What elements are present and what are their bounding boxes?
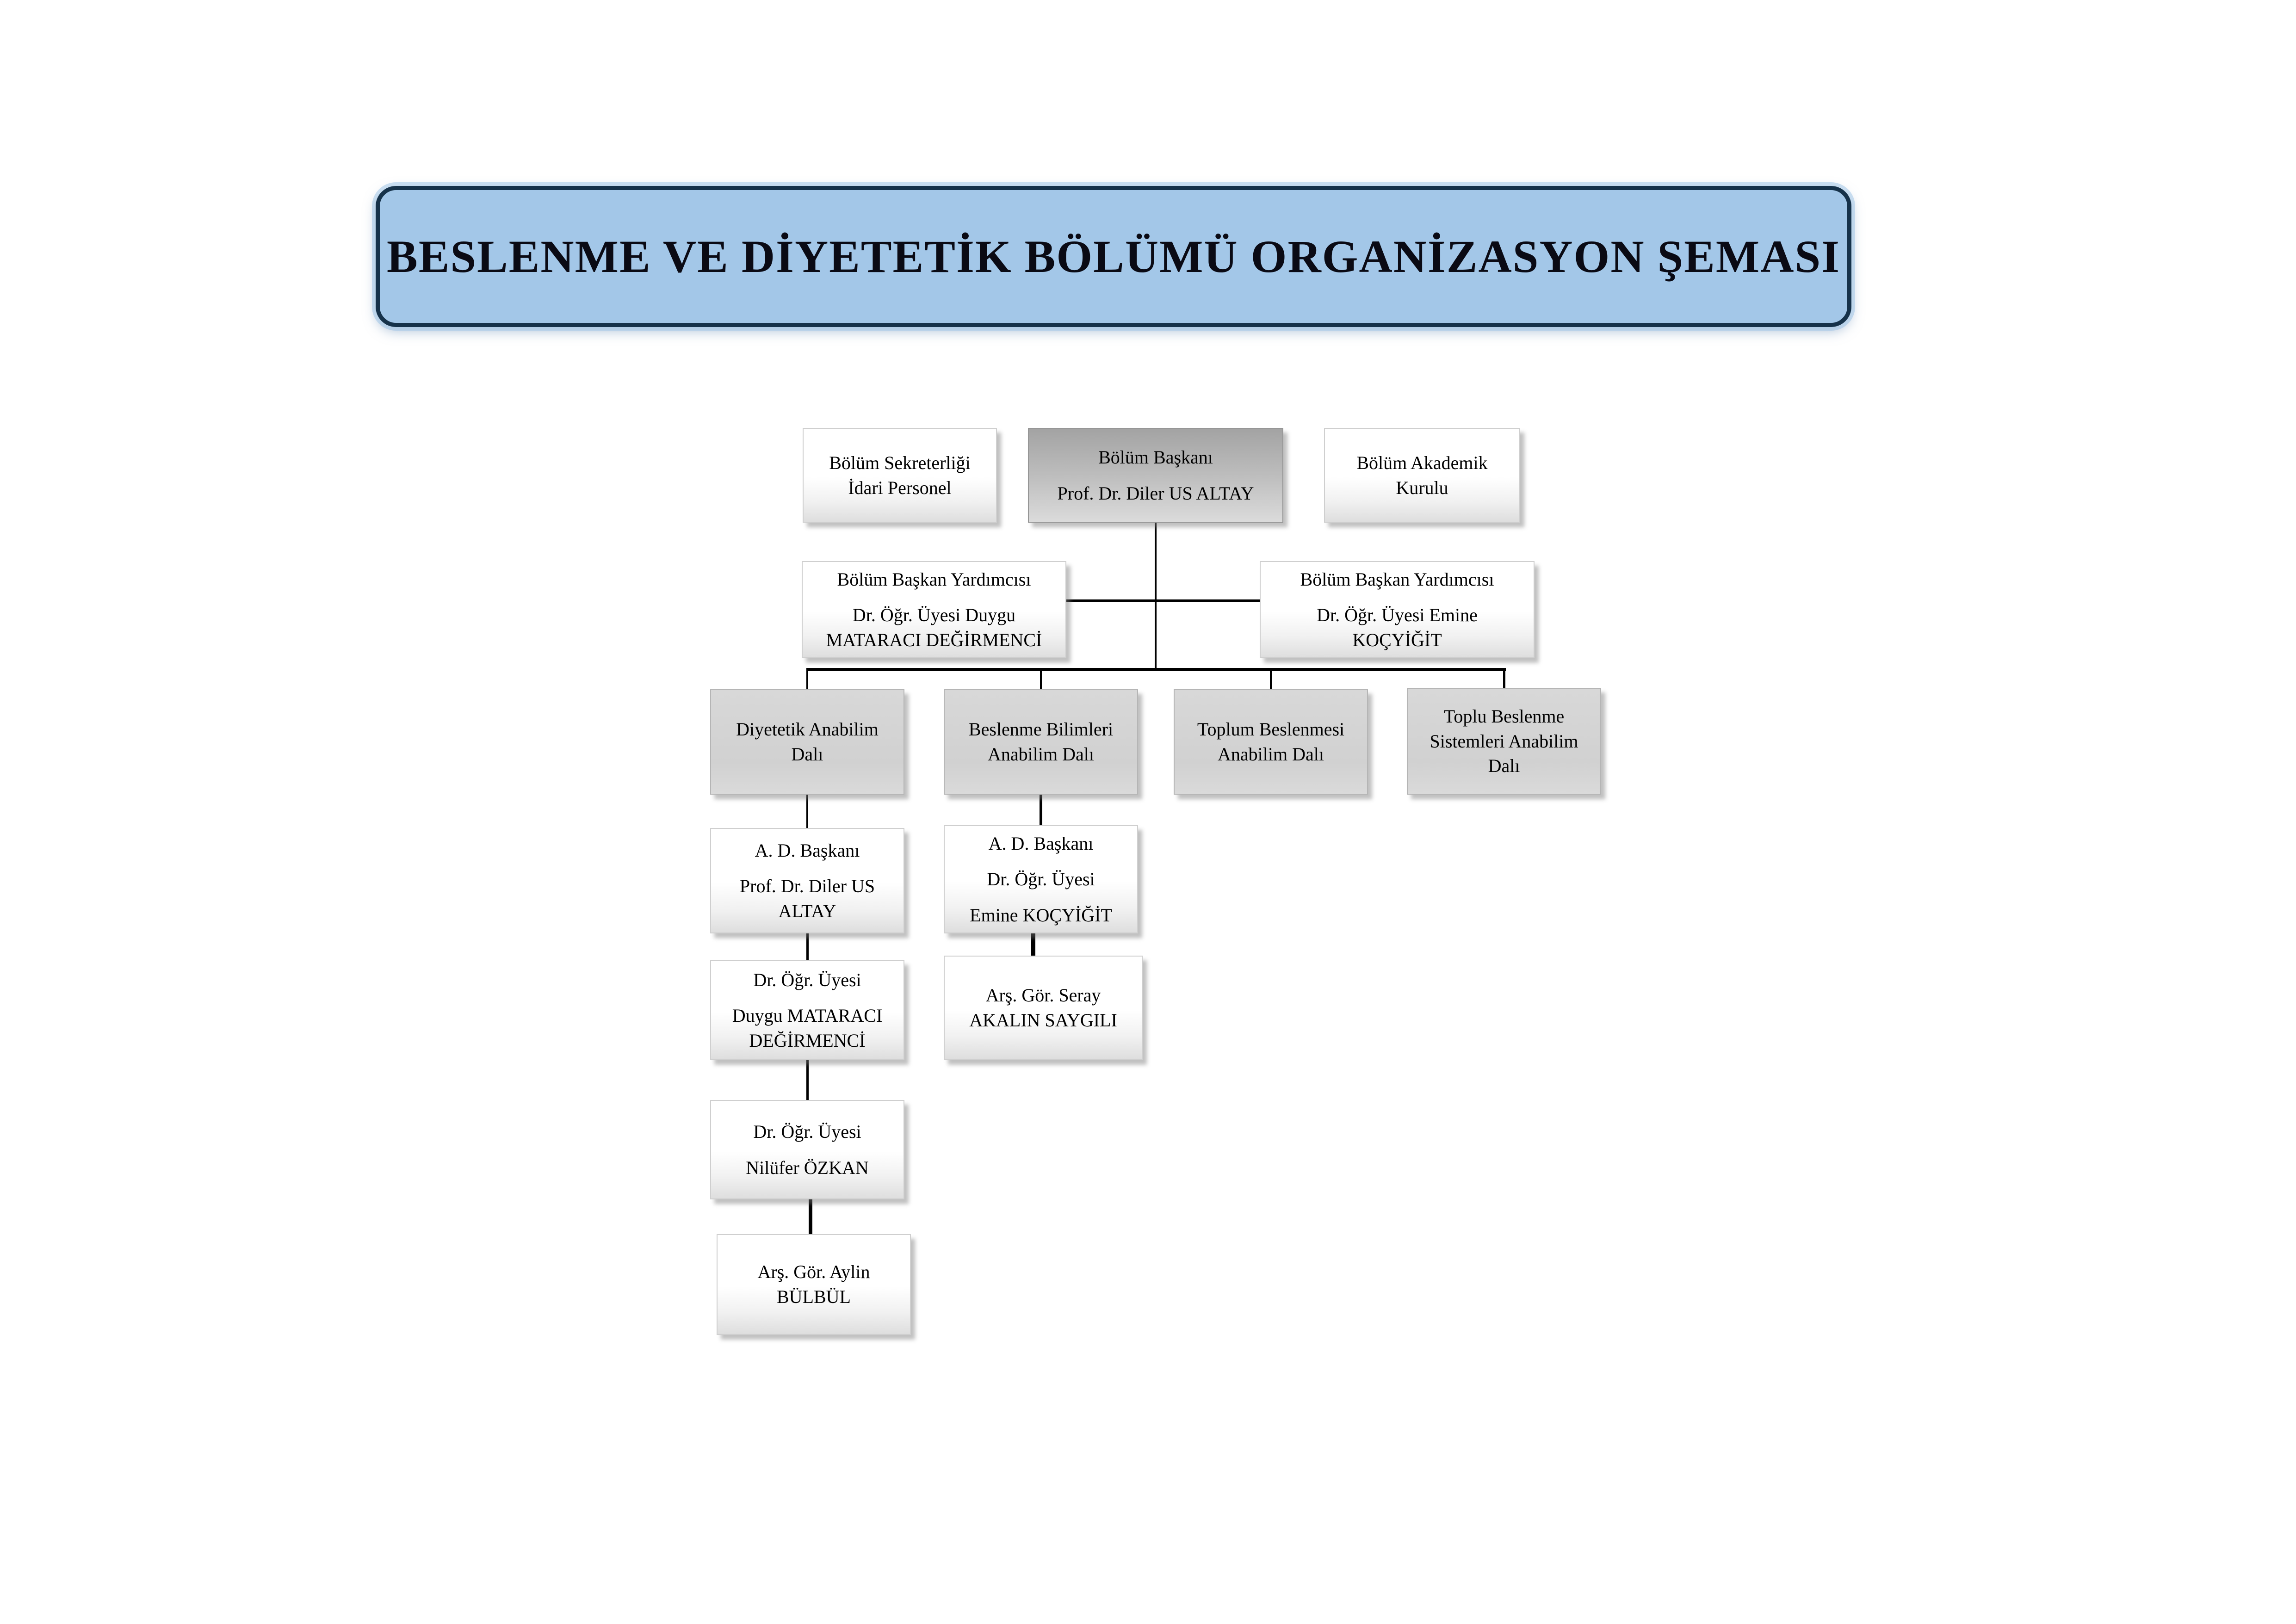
node-dietetics-member1-name: Duygu MATARACI DEĞİRMENCİ [732, 1005, 883, 1051]
node-nutrition-chair-role: A. D. Başkanı [988, 833, 1094, 854]
connector-nutrition-to-chair [1040, 792, 1042, 830]
node-dept-dietetics: Diyetetik Anabilim Dalı [710, 689, 904, 795]
connector-bus-to-community-nutrition [1270, 668, 1272, 691]
connector-deputies-horizontal [1066, 599, 1261, 602]
connector-member1-to-member2 [806, 1058, 809, 1103]
node-department-head-role: Bölüm Başkanı [1098, 446, 1213, 468]
node-dept-community-nutrition: Toplum Beslenmesi Anabilim Dalı [1174, 689, 1368, 795]
connector-departments-bus [806, 668, 1506, 671]
node-dept-nutrition-sciences-text: Beslenme Bilimleri Anabilim Dalı [968, 719, 1114, 765]
node-secretariat: Bölüm Sekreterliği İdari Personel [803, 428, 997, 523]
node-department-head-name: Prof. Dr. Diler US ALTAY [1057, 482, 1254, 504]
node-academic-board-text: Bölüm Akademik Kurulu [1356, 452, 1488, 498]
node-dietetics-member3-text: Arş. Gör. Aylin BÜLBÜL [757, 1261, 870, 1307]
node-deputy-head-right-name: Dr. Öğr. Üyesi Emine KOÇYİĞİT [1317, 605, 1478, 650]
node-deputy-head-right: Bölüm Başkan Yardımcısı Dr. Öğr. Üyesi E… [1260, 561, 1535, 658]
node-dept-community-nutrition-text: Toplum Beslenmesi Anabilim Dalı [1197, 719, 1345, 765]
connector-dietetics-to-chair [806, 792, 808, 830]
node-deputy-head-left-role: Bölüm Başkan Yardımcısı [837, 568, 1031, 590]
node-nutrition-chair-name: Emine KOÇYİĞİT [970, 904, 1112, 926]
node-nutrition-chair: A. D. Başkanı Dr. Öğr. Üyesi Emine KOÇYİ… [944, 825, 1138, 933]
connector-bus-to-food-service-systems [1503, 668, 1505, 691]
connector-member2-to-member3 [809, 1198, 812, 1237]
node-nutrition-chair-title: Dr. Öğr. Üyesi [987, 869, 1095, 890]
chart-title-banner: BESLENME VE DİYETETİK BÖLÜMÜ ORGANİZASYO… [376, 186, 1851, 327]
node-dietetics-chair: A. D. Başkanı Prof. Dr. Diler US ALTAY [710, 828, 904, 933]
node-deputy-head-left-name: Dr. Öğr. Üyesi Duygu MATARACI DEĞİRMENCİ [826, 605, 1042, 650]
node-dept-food-service-systems-text: Toplu Beslenme Sistemleri Anabilim Dalı [1430, 706, 1578, 777]
node-dietetics-member2-role: Dr. Öğr. Üyesi [753, 1121, 861, 1142]
node-dietetics-member1: Dr. Öğr. Üyesi Duygu MATARACI DEĞİRMENCİ [710, 960, 904, 1060]
connector-chair-to-research-assistant [1031, 932, 1035, 960]
node-nutrition-research-assistant-text: Arş. Gör. Seray AKALIN SAYGILI [969, 985, 1117, 1031]
node-dept-food-service-systems: Toplu Beslenme Sistemleri Anabilim Dalı [1407, 688, 1601, 795]
node-deputy-head-right-role: Bölüm Başkan Yardımcısı [1300, 568, 1494, 590]
node-deputy-head-left: Bölüm Başkan Yardımcısı Dr. Öğr. Üyesi D… [802, 561, 1066, 658]
node-dept-nutrition-sciences: Beslenme Bilimleri Anabilim Dalı [944, 689, 1138, 795]
node-dietetics-member2: Dr. Öğr. Üyesi Nilüfer ÖZKAN [710, 1100, 904, 1199]
connector-bus-to-nutrition-sciences [1040, 668, 1042, 691]
node-dietetics-member3: Arş. Gör. Aylin BÜLBÜL [717, 1234, 911, 1335]
node-dietetics-chair-role: A. D. Başkanı [755, 840, 860, 861]
chart-title: BESLENME VE DİYETETİK BÖLÜMÜ ORGANİZASYO… [387, 231, 1840, 282]
node-dietetics-chair-name: Prof. Dr. Diler US ALTAY [739, 876, 875, 921]
node-nutrition-research-assistant: Arş. Gör. Seray AKALIN SAYGILI [944, 956, 1143, 1060]
node-academic-board: Bölüm Akademik Kurulu [1324, 428, 1520, 523]
node-dietetics-member2-name: Nilüfer ÖZKAN [746, 1157, 869, 1178]
connector-chair-to-member1 [806, 932, 809, 960]
node-secretariat-text: Bölüm Sekreterliği İdari Personel [829, 452, 971, 498]
connector-head-to-bus [1155, 522, 1157, 671]
node-department-head: Bölüm Başkanı Prof. Dr. Diler US ALTAY [1028, 428, 1283, 523]
node-dietetics-member1-role: Dr. Öğr. Üyesi [753, 969, 861, 990]
connector-bus-to-dietetics [806, 668, 808, 691]
node-dept-dietetics-text: Diyetetik Anabilim Dalı [736, 719, 879, 765]
